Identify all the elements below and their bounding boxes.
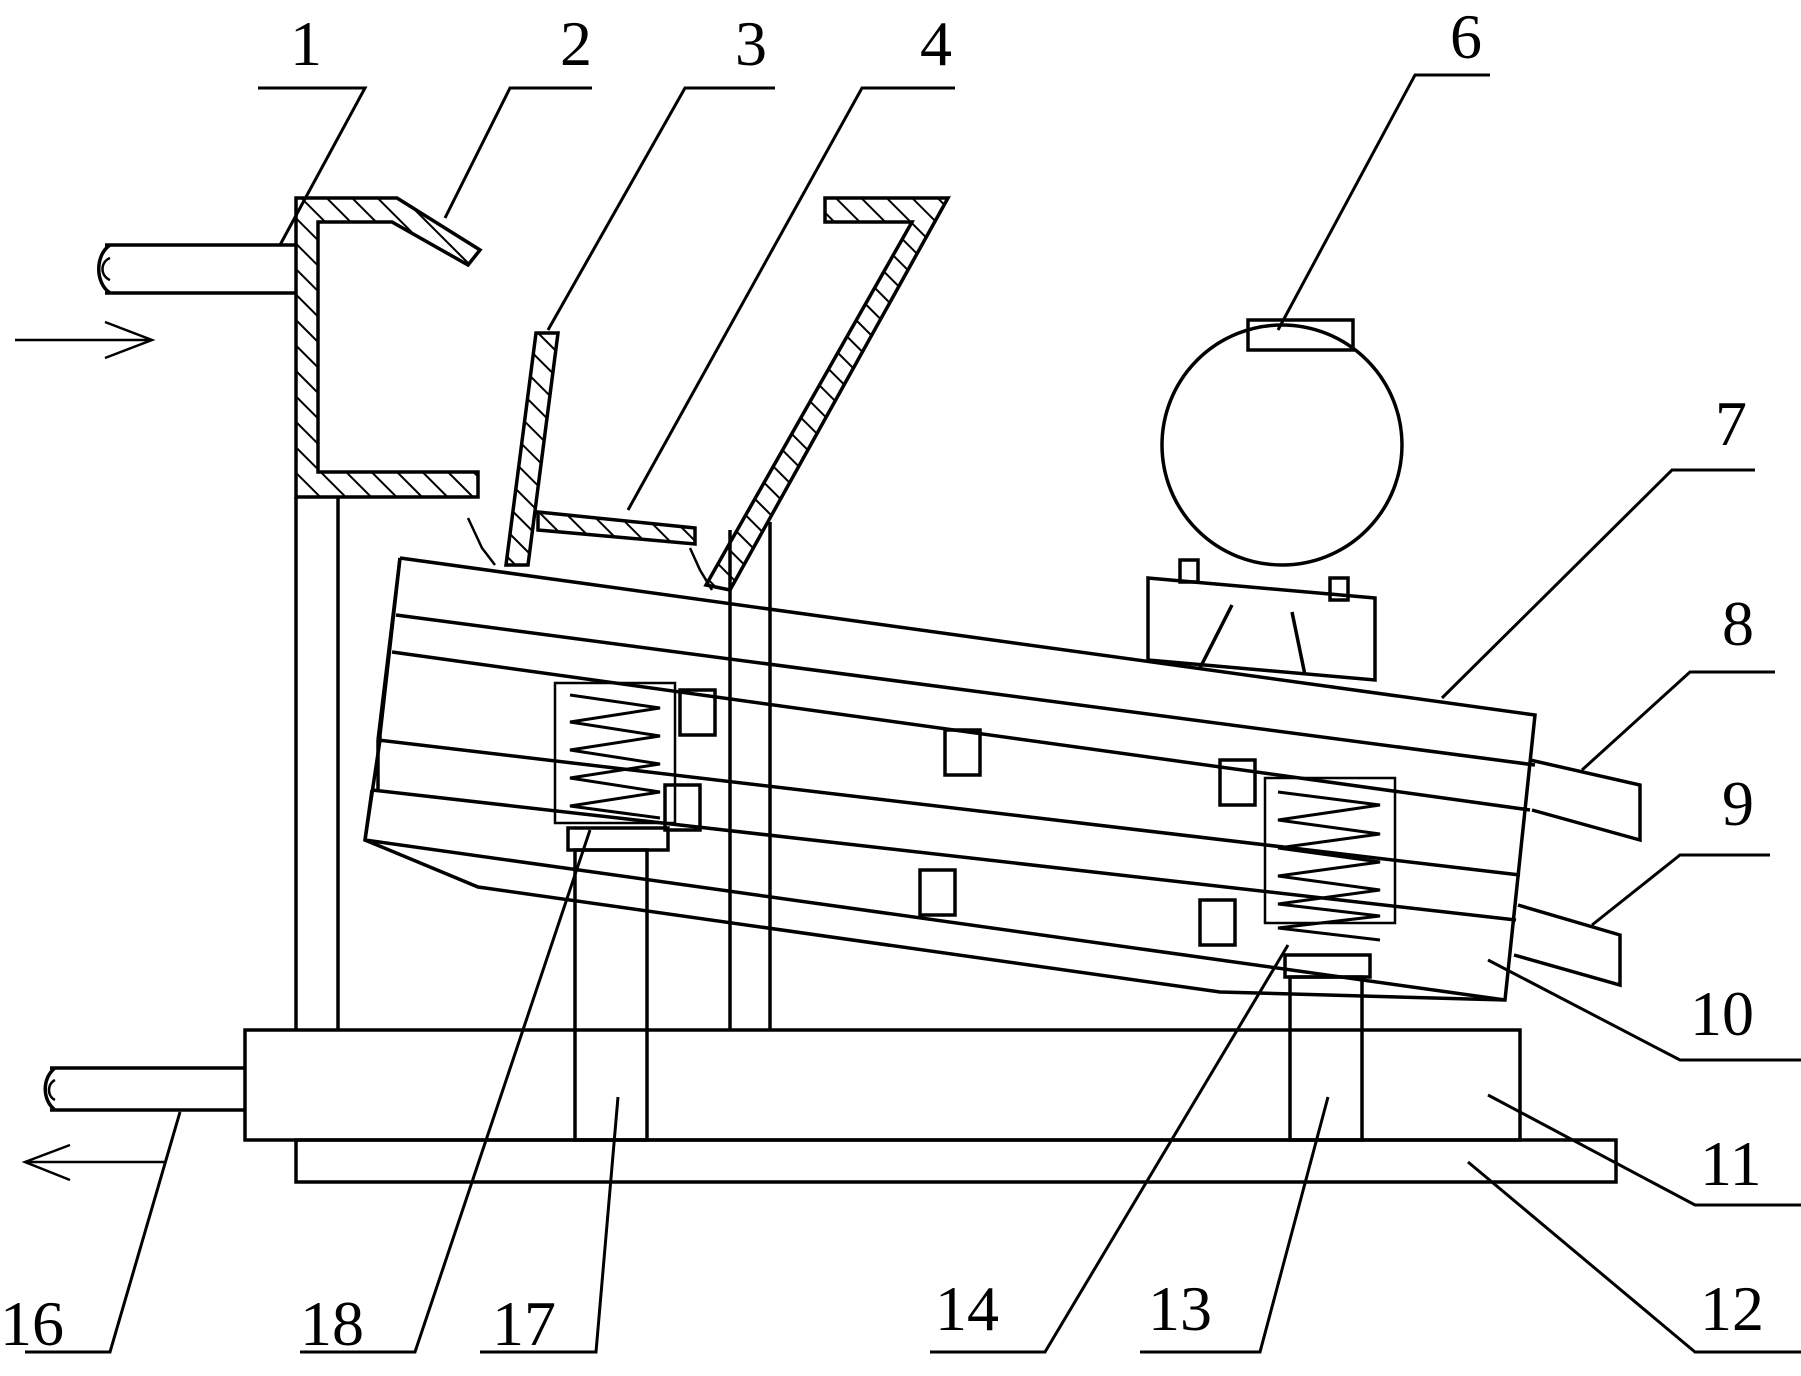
vibration-motor (1146, 318, 1404, 682)
collecting-tank (243, 1028, 1522, 1142)
callout-7: 7 (1715, 388, 1747, 459)
callout-10: 10 (1690, 978, 1754, 1049)
callout-6: 6 (1450, 1, 1482, 72)
partition-plate (504, 331, 560, 567)
left-spring (553, 681, 677, 852)
inlet-pipe (97, 243, 298, 295)
callout-18: 18 (300, 1288, 364, 1359)
callout-9: 9 (1722, 768, 1754, 839)
inlet-flow-arrow (15, 320, 156, 360)
upper-discharge-lip (1529, 758, 1642, 843)
callout-11: 11 (1700, 1128, 1762, 1199)
screen-box (363, 556, 1537, 1002)
callout-labels: 1 2 3 4 6 7 8 9 10 11 12 13 14 16 17 18 (0, 1, 1764, 1359)
outlet-pipe (43, 1066, 245, 1112)
discharge-chute (466, 196, 951, 592)
callout-2: 2 (560, 8, 592, 79)
callout-3: 3 (735, 8, 767, 79)
outlet-flow-arrow (21, 1143, 165, 1182)
left-support-column (573, 848, 649, 1142)
right-support-column (1288, 975, 1364, 1142)
callout-16: 16 (0, 1288, 64, 1359)
right-spring (1263, 776, 1397, 979)
screen-clamp-blocks (663, 688, 1257, 947)
callout-1: 1 (290, 8, 322, 79)
callout-4: 4 (920, 8, 952, 79)
callout-17: 17 (492, 1288, 556, 1359)
callout-12: 12 (1700, 1273, 1764, 1344)
callout-8: 8 (1722, 588, 1754, 659)
callout-14: 14 (935, 1273, 999, 1344)
feed-hopper (294, 196, 483, 499)
callout-13: 13 (1148, 1273, 1212, 1344)
base-plate (294, 1138, 1618, 1184)
lower-discharge-lip (1513, 903, 1622, 988)
leader-lines (25, 73, 1801, 1354)
